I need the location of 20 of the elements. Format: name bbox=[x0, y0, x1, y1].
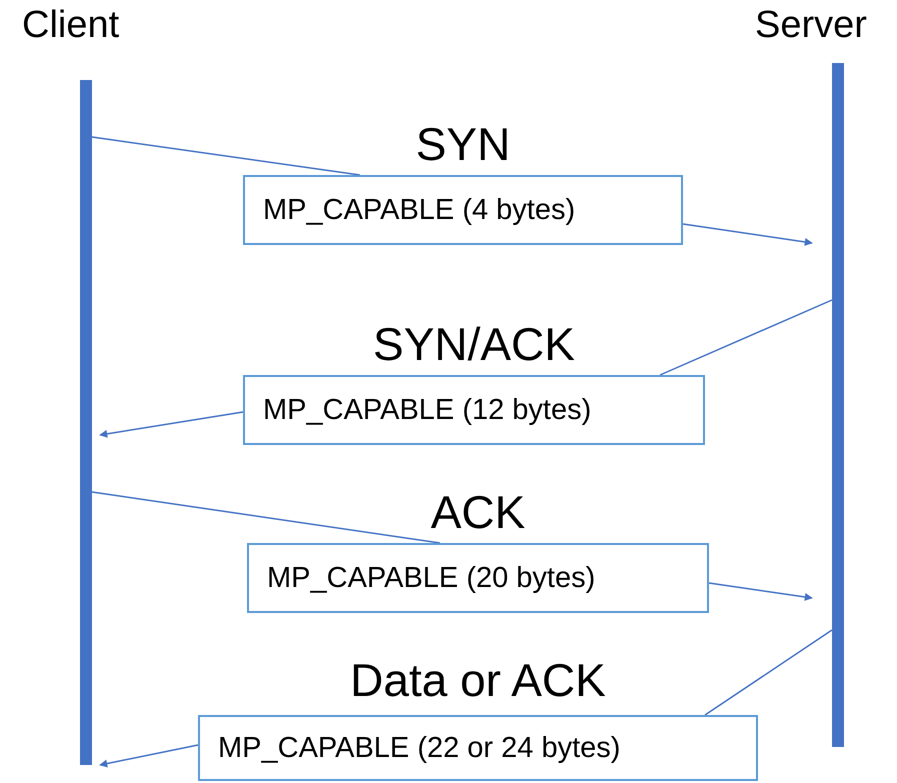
arrow bbox=[708, 582, 813, 601]
participant-label: Server bbox=[755, 4, 867, 47]
connector-line bbox=[92, 136, 360, 176]
arrow bbox=[99, 744, 198, 768]
arrow bbox=[682, 223, 813, 246]
arrow bbox=[99, 411, 244, 438]
message-label: ACK bbox=[430, 489, 526, 535]
message-box: MP_CAPABLE (4 bytes) bbox=[243, 175, 683, 245]
lifeline-bar bbox=[832, 63, 844, 747]
connector-line bbox=[92, 491, 440, 544]
message-label: SYN/ACK bbox=[372, 321, 576, 367]
message-label: Data or ACK bbox=[349, 657, 607, 703]
message-box: MP_CAPABLE (22 or 24 bytes) bbox=[198, 715, 758, 781]
connector-line bbox=[704, 629, 832, 716]
connector-line bbox=[660, 299, 832, 376]
message-label: SYN bbox=[414, 121, 512, 167]
message-box: MP_CAPABLE (20 bytes) bbox=[247, 543, 709, 613]
participant-label: Client bbox=[22, 4, 120, 47]
lifeline-bar bbox=[80, 80, 92, 765]
message-box: MP_CAPABLE (12 bytes) bbox=[243, 375, 705, 445]
